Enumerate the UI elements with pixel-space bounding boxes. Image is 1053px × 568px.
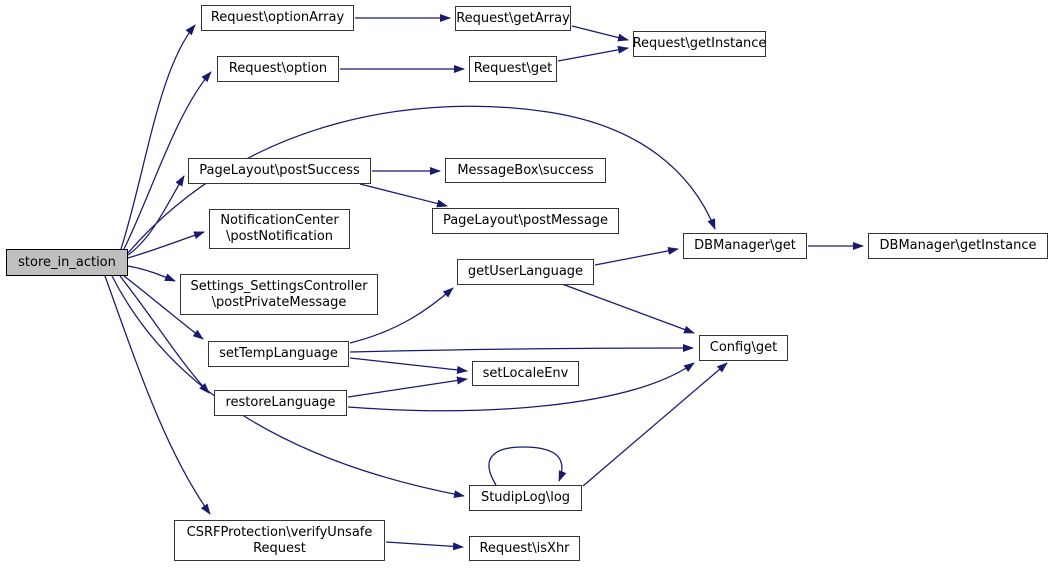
node-pagelayout_postmessage[interactable]: PageLayout\postMessage bbox=[432, 208, 619, 234]
node-label: setLocaleEnv bbox=[482, 365, 569, 381]
node-label: MessageBox\success bbox=[457, 162, 594, 178]
node-settings_settingscontroller_postprivatemessage[interactable]: Settings_SettingsController\postPrivateM… bbox=[180, 274, 378, 315]
node-request_option[interactable]: Request\option bbox=[217, 56, 339, 82]
node-getuserlanguage[interactable]: getUserLanguage bbox=[457, 259, 594, 285]
node-label: store_in_action bbox=[18, 254, 116, 270]
node-request_optionarray[interactable]: Request\optionArray bbox=[201, 5, 354, 31]
edge-store_in_action-to-settemplanguage bbox=[123, 275, 204, 340]
edge-settemplanguage-to-getuserlanguage bbox=[349, 287, 454, 344]
edge-store_in_action-to-csrfprotection_verifyunsaferequest bbox=[104, 275, 211, 515]
node-request_isxhr[interactable]: Request\isXhr bbox=[469, 536, 580, 561]
edge-getuserlanguage-to-dbmanager_get bbox=[594, 246, 679, 266]
node-label: Request\get bbox=[473, 61, 553, 77]
edge-studiplog_log-to-config_get bbox=[582, 362, 728, 487]
node-label: PageLayout\postMessage bbox=[442, 213, 609, 229]
edge-settemplanguage-to-setlocaleenv bbox=[349, 357, 468, 374]
node-request_getarray[interactable]: Request\getArray bbox=[455, 6, 571, 31]
node-dbmanager_get[interactable]: DBManager\get bbox=[683, 233, 807, 259]
edge-store_in_action-to-studiplog_log bbox=[111, 275, 465, 499]
node-label: Request\option bbox=[228, 61, 328, 77]
node-label: StudipLog\log bbox=[480, 490, 571, 506]
edge-store_in_action-to-notificationcenter_postnotification bbox=[127, 231, 205, 259]
edge-request_get-to-request_getinstance bbox=[557, 45, 629, 62]
edge-store_in_action-to-request_optionarray bbox=[120, 24, 196, 250]
node-label: CSRFProtection\verifyUnsafe bbox=[186, 524, 373, 540]
node-store_in_action[interactable]: store_in_action bbox=[6, 249, 128, 276]
edge-store_in_action-to-settings_settingscontroller_postprivatemessage bbox=[127, 265, 176, 282]
node-label: Request\isXhr bbox=[479, 540, 570, 556]
node-setlocaleenv[interactable]: setLocaleEnv bbox=[472, 361, 579, 386]
edge-studiplog_log-to-studiplog_log bbox=[488, 446, 567, 486]
edge-settemplanguage-to-config_get bbox=[349, 344, 694, 353]
node-label: \postPrivateMessage bbox=[211, 294, 347, 310]
node-label: Settings_SettingsController bbox=[190, 278, 368, 294]
edge-restorelanguage-to-config_get bbox=[347, 362, 695, 412]
node-label: getUserLanguage bbox=[467, 264, 584, 280]
edge-csrfprotection_verifyunsaferequest-to-request_isxhr bbox=[385, 541, 464, 551]
node-request_getinstance[interactable]: Request\getInstance bbox=[633, 31, 766, 57]
node-pagelayout_postsuccess[interactable]: PageLayout\postSuccess bbox=[188, 158, 371, 184]
node-label: DBManager\getInstance bbox=[879, 238, 1037, 254]
edge-store_in_action-to-request_option bbox=[123, 71, 212, 250]
node-label: DBManager\get bbox=[694, 238, 796, 254]
node-label: Config\get bbox=[709, 340, 778, 356]
node-notificationcenter_postnotification[interactable]: NotificationCenter\postNotification bbox=[209, 209, 350, 249]
edge-restorelanguage-to-setlocaleenv bbox=[347, 376, 468, 398]
node-label: setTempLanguage bbox=[219, 346, 338, 362]
node-label: Request\getInstance bbox=[632, 36, 767, 52]
node-label: Request\optionArray bbox=[210, 10, 345, 26]
node-request_get[interactable]: Request\get bbox=[469, 56, 557, 82]
node-label: Request bbox=[253, 540, 306, 556]
edge-getuserlanguage-to-config_get bbox=[561, 283, 695, 334]
edge-pagelayout_postsuccess-to-pagelayout_postmessage bbox=[359, 183, 448, 208]
node-restorelanguage[interactable]: restoreLanguage bbox=[214, 390, 347, 416]
edge-store_in_action-to-pagelayout_postsuccess bbox=[127, 175, 185, 256]
node-messagebox_success[interactable]: MessageBox\success bbox=[445, 158, 606, 183]
node-settemplanguage[interactable]: setTempLanguage bbox=[208, 341, 349, 367]
node-label: Request\getArray bbox=[456, 10, 570, 26]
node-studiplog_log[interactable]: StudipLog\log bbox=[469, 485, 582, 511]
edge-store_in_action-to-restorelanguage bbox=[119, 275, 210, 394]
node-config_get[interactable]: Config\get bbox=[699, 335, 788, 361]
node-label: PageLayout\postSuccess bbox=[199, 163, 360, 179]
node-label: \postNotification bbox=[225, 229, 334, 244]
edge-request_getarray-to-request_getinstance bbox=[571, 25, 629, 42]
node-label: NotificationCenter bbox=[220, 213, 339, 229]
node-dbmanager_getinstance[interactable]: DBManager\getInstance bbox=[868, 233, 1048, 259]
node-label: restoreLanguage bbox=[225, 395, 336, 411]
